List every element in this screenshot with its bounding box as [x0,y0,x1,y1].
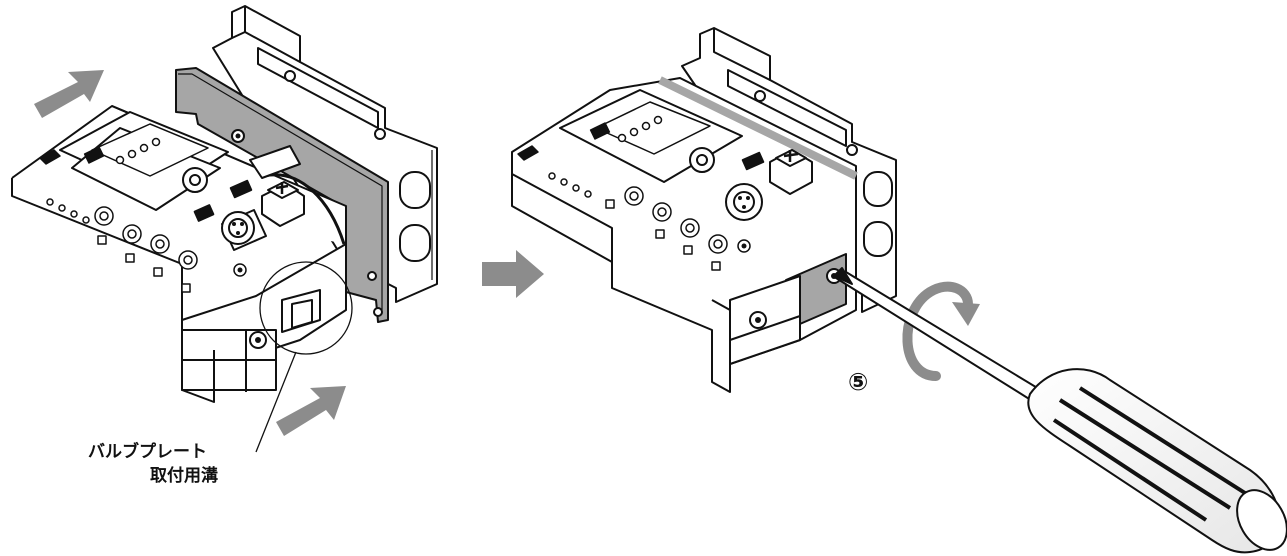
right-led-panel [517,101,711,161]
mounting-groove-highlight [259,261,353,355]
right-m12-connectors [689,147,813,221]
callout-label-line2: 取付用溝 [150,466,218,486]
right-connector-row [548,172,751,271]
rotate-arrow-icon [902,281,980,381]
right-assembly [511,27,897,393]
callout-leader-line [255,351,297,453]
left-valve-plate [175,67,389,323]
push-arrow-icon [276,386,346,436]
left-internal-cable [263,173,346,245]
left-led-panel [39,123,209,177]
step-number: ⑤ [848,368,869,396]
callout-label-line1: バルブプレート [88,442,207,462]
left-connector-row [46,198,247,293]
left-m12-connectors [182,167,305,251]
screwdriver [833,267,1287,554]
left-assembly [11,5,438,403]
next-step-arrow-icon [482,250,544,298]
push-arrow-icon [34,70,104,118]
